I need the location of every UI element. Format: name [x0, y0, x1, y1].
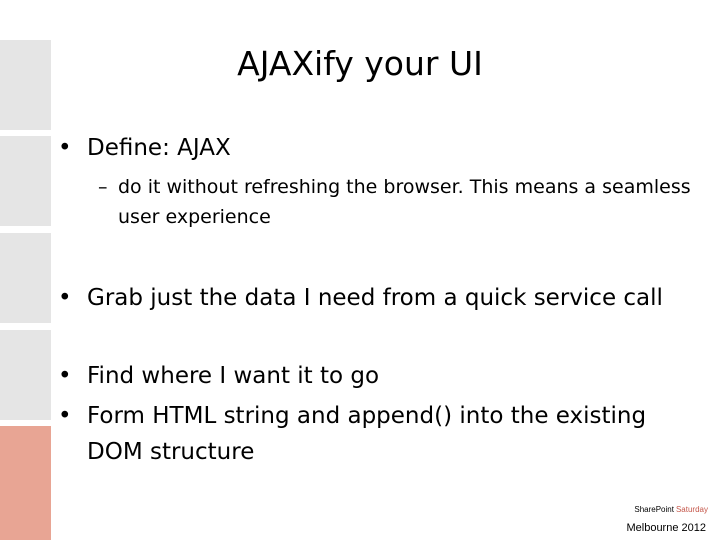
slide-title: AJAXify your UI	[237, 44, 483, 83]
bullet-item: • Define: AJAX	[58, 130, 698, 166]
side-block-2	[0, 136, 51, 226]
dash-mark: –	[98, 176, 108, 198]
side-block-accent	[0, 426, 51, 540]
bullet-text: Grab just the data I need from a quick s…	[87, 285, 663, 311]
side-block-4	[0, 330, 51, 420]
side-block-1	[0, 40, 51, 130]
bullet-text: Find where I want it to go	[87, 363, 380, 389]
side-block-3	[0, 233, 51, 323]
bullet-dot: •	[58, 285, 72, 311]
brand-suffix: Saturday	[675, 505, 708, 514]
bullet-dot: •	[58, 363, 72, 389]
sub-bullet-text: do it without refreshing the browser. Th…	[118, 176, 691, 228]
bullet-dot: •	[58, 135, 72, 161]
bullet-dot: •	[58, 403, 72, 429]
bullet-item: • Find where I want it to go	[58, 358, 698, 394]
bullet-item: • Grab just the data I need from a quick…	[58, 280, 698, 316]
bullet-text: Define: AJAX	[87, 135, 231, 161]
bullet-item: • Form HTML string and append() into the…	[58, 398, 698, 470]
brand-name: SharePoint	[634, 505, 674, 514]
bullet-text: Form HTML string and append() into the e…	[87, 403, 647, 465]
sub-bullet-item: – do it without refreshing the browser. …	[98, 172, 698, 232]
event-city-year: Melbourne 2012	[626, 522, 706, 534]
